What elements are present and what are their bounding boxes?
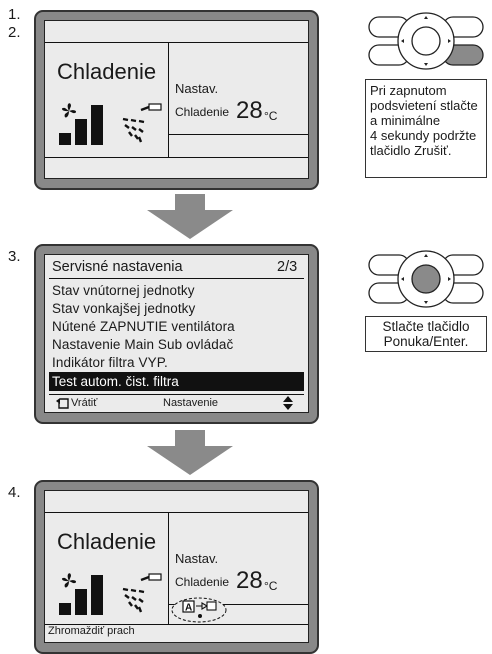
set-mode-label: Chladenie bbox=[175, 575, 230, 589]
menu-item[interactable]: Stav vnútornej jednotky bbox=[52, 283, 195, 298]
remote-buttons-cancel-diagram bbox=[368, 12, 484, 70]
next-step-arrow-icon bbox=[147, 194, 233, 239]
note-line: Stlačte tlačidlo bbox=[382, 319, 470, 334]
instruction-note-2: Stlačte tlačidlo Ponuka/Enter. bbox=[365, 316, 487, 352]
set-temperature: 28 bbox=[236, 97, 263, 124]
mode-label: Chladenie bbox=[57, 59, 157, 84]
status-text: Zhromaždiť prach bbox=[48, 625, 135, 637]
next-step-arrow-icon bbox=[147, 430, 233, 475]
remote-display-4: Chladenie bbox=[34, 480, 319, 654]
set-mode-label: Chladenie bbox=[175, 105, 230, 119]
menu-item-selected-label: Test autom. čist. filtra bbox=[52, 374, 179, 389]
temperature-unit: °C bbox=[264, 579, 278, 593]
lcd-screen-1: Chladenie bbox=[44, 20, 309, 179]
instruction-note-1: Pri zapnutom podsvietení stlačte a minim… bbox=[365, 79, 487, 178]
remote-display-menu: Servisné nastavenia 2/3 Stav vnútornej j… bbox=[34, 244, 319, 424]
fan-speed-bars-icon bbox=[59, 575, 103, 615]
set-label: Nastav. bbox=[175, 551, 219, 566]
lcd-screen-4: Chladenie bbox=[44, 490, 309, 643]
back-icon bbox=[56, 398, 69, 409]
menu-item[interactable]: Stav vonkajšej jednotky bbox=[52, 301, 196, 316]
note-line: podsvietení stlačte bbox=[370, 98, 478, 113]
filter-auto-clean-icon: A bbox=[171, 597, 227, 623]
mode-label: Chladenie bbox=[57, 529, 157, 554]
airflow-direction-icon bbox=[122, 103, 162, 143]
remote-buttons-menu-enter-diagram bbox=[368, 250, 484, 308]
menu-page-indicator: 2/3 bbox=[277, 259, 298, 275]
lcd-screen-menu: Servisné nastavenia 2/3 Stav vnútornej j… bbox=[44, 254, 309, 413]
temperature-unit: °C bbox=[264, 109, 278, 123]
note-line: Ponuka/Enter. bbox=[383, 334, 469, 349]
set-label: Nastav. bbox=[175, 81, 219, 96]
note-line: tlačidlo Zrušiť. bbox=[370, 143, 452, 158]
menu-item[interactable]: Nútené ZAPNUTIE ventilátora bbox=[52, 319, 235, 334]
step-number-2: 2. bbox=[8, 24, 21, 41]
note-line: 4 sekundy podržte bbox=[370, 128, 477, 143]
menu-item-selected[interactable]: Test autom. čist. filtra bbox=[49, 372, 304, 391]
fan-icon bbox=[61, 573, 77, 588]
menu-title: Servisné nastavenia bbox=[52, 259, 183, 275]
menu-item[interactable]: Nastavenie Main Sub ovládač bbox=[52, 337, 234, 352]
filter-icon-letter: A bbox=[185, 603, 192, 614]
up-down-icon bbox=[283, 396, 293, 410]
step-number-3: 3. bbox=[8, 248, 21, 265]
setting-label[interactable]: Nastavenie bbox=[163, 397, 219, 409]
note-line: Pri zapnutom bbox=[370, 83, 447, 98]
menu-item[interactable]: Indikátor filtra VYP. bbox=[52, 355, 168, 370]
fan-speed-bars-icon bbox=[59, 105, 103, 145]
step-number-4: 4. bbox=[8, 484, 21, 501]
set-temperature: 28 bbox=[236, 567, 263, 594]
back-label[interactable]: Vrátiť bbox=[71, 397, 98, 409]
note-line: a minimálne bbox=[370, 113, 441, 128]
remote-display-1: Chladenie bbox=[34, 10, 319, 190]
step-number-1: 1. bbox=[8, 6, 21, 23]
fan-icon bbox=[61, 103, 77, 118]
airflow-direction-icon bbox=[122, 573, 162, 613]
